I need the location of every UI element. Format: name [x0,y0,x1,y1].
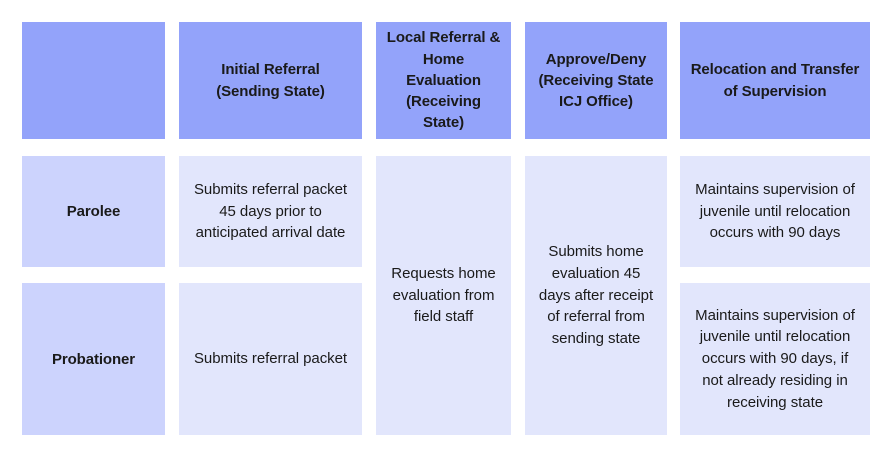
header-label-approve-deny: Approve/Deny (Receiving State ICJ Office… [538,50,654,111]
cell-parolee-relocation-text: Maintains supervision of juvenile until … [695,180,855,242]
cell-parolee-initial-referral-text: Submits referral packet 45 days prior to… [193,180,348,242]
header-cell-approve-deny: Approve/Deny (Receiving State ICJ Office… [525,22,667,139]
header-label-relocation: Relocation and Transfer of Supervision [690,61,860,100]
header-label-local-referral: Local Referral & Home Evaluation (Receiv… [386,29,501,132]
row-label-parolee-text: Parolee [66,203,121,220]
cell-probationer-relocation: Maintains supervision of juvenile until … [680,283,870,435]
header-cell-relocation: Relocation and Transfer of Supervision [680,22,870,139]
header-cell-corner [22,22,165,139]
cell-merged-approve-deny: Submits home evaluation 45 days after re… [525,156,667,435]
row-label-probationer-text: Probationer [51,350,136,368]
cell-merged-approve-deny-text: Submits home evaluation 45 days after re… [538,243,654,348]
cell-probationer-initial-referral: Submits referral packet [179,283,362,435]
cell-probationer-relocation-text: Maintains supervision of juvenile until … [695,306,855,411]
header-label-initial-referral: Initial Referral (Sending State) [216,61,325,100]
cell-parolee-initial-referral: Submits referral packet 45 days prior to… [179,156,362,267]
header-cell-local-referral: Local Referral & Home Evaluation (Receiv… [376,22,511,139]
cell-parolee-relocation: Maintains supervision of juvenile until … [680,156,870,267]
cell-merged-local-referral: Requests home evaluation from field staf… [376,156,511,435]
cell-merged-local-referral-text: Requests home evaluation from field staf… [391,264,496,326]
row-label-probationer: Probationer [22,283,165,435]
row-label-parolee: Parolee [22,156,165,267]
cell-probationer-initial-referral-text: Submits referral packet [193,350,348,368]
header-cell-initial-referral: Initial Referral (Sending State) [179,22,362,139]
